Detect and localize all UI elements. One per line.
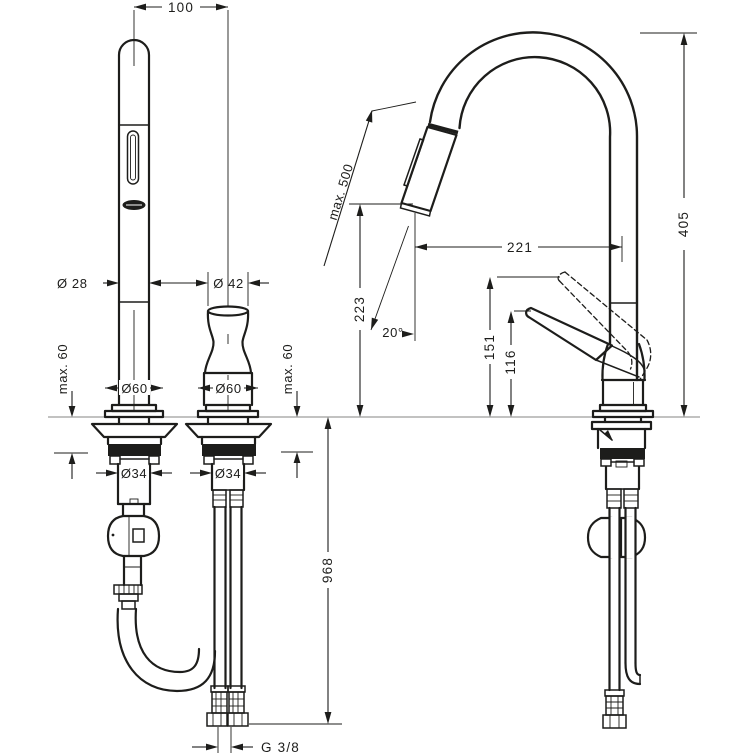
dim-spout-spacing: 100 <box>134 0 228 15</box>
spout-slot-inner <box>130 134 136 181</box>
dim-total-height: 405 <box>640 32 697 417</box>
sprayhead-band <box>427 122 459 135</box>
label-g38: G 3/8 <box>261 740 300 755</box>
dim-hose-length: 968 <box>249 417 342 725</box>
dim-spout-shank: Ø34 <box>96 466 172 481</box>
front-view: 100 Ø 28 Ø 42 Ø60 <box>54 0 342 755</box>
check-valve-window <box>132 528 145 543</box>
hose-outer-curve <box>116 607 217 693</box>
handle-right-profile <box>241 309 253 375</box>
side-connection-nut <box>602 714 627 729</box>
connection-nut-right <box>227 712 249 727</box>
label-d42: Ø 42 <box>213 276 244 291</box>
handle-left-profile <box>203 309 215 375</box>
check-valve-body <box>106 514 161 558</box>
label-d34-handle: Ø34 <box>215 466 241 481</box>
label-d60-spout: Ø60 <box>121 381 147 396</box>
label-116: 116 <box>503 349 518 374</box>
spout-hose-assembly <box>106 502 217 693</box>
dim-pullout: max. 500 <box>323 101 417 267</box>
label-405: 405 <box>676 211 691 237</box>
hose-inner-curve <box>134 607 201 674</box>
handle-mounting <box>184 415 273 492</box>
label-221: 221 <box>507 240 533 255</box>
handle-top-opening <box>206 305 250 317</box>
dim-handle-base: Ø60 <box>198 380 258 396</box>
spout-mounting <box>90 415 179 506</box>
label-max60-right: max. 60 <box>280 344 295 394</box>
dim-spout-base: Ø60 <box>105 380 163 396</box>
label-20deg: 20° <box>382 325 403 340</box>
connection-nut-left <box>206 712 228 727</box>
sprayhead <box>399 125 458 217</box>
dim-handle-shank: Ø34 <box>190 466 266 481</box>
spout-seal-band <box>108 444 161 456</box>
spout-arc-inner <box>458 55 612 346</box>
label-max60-left: max. 60 <box>55 344 70 394</box>
spout-outline <box>117 38 151 407</box>
label-d28: Ø 28 <box>57 276 88 291</box>
supply-tubes <box>206 489 249 727</box>
handle-escutcheon-lower <box>196 409 260 419</box>
spout-slot-detail <box>126 130 140 185</box>
lever-handle <box>525 306 645 378</box>
dim-connection-thread: G 3/8 <box>192 727 300 755</box>
label-151: 151 <box>482 334 497 360</box>
label-max500: max. 500 <box>325 162 356 222</box>
label-100: 100 <box>168 0 194 15</box>
spout-escutcheon-lower <box>103 409 165 419</box>
label-d60-handle: Ø60 <box>215 381 241 396</box>
side-view: max. 500 223 20° 221 <box>323 31 697 729</box>
faucet-body <box>591 342 655 419</box>
label-d34-spout: Ø34 <box>121 466 147 481</box>
hose-weight-left <box>586 516 614 559</box>
dim-deck-thickness-left: max. 60 <box>54 344 88 479</box>
label-968: 968 <box>320 557 335 583</box>
label-223: 223 <box>352 296 367 322</box>
side-mounting <box>590 415 653 509</box>
dim-deck-thickness-right: max. 60 <box>280 344 313 478</box>
dim-handle-height-max: 151 <box>482 276 560 417</box>
dim-spout-reach: 221 <box>415 236 623 262</box>
side-seal-band <box>600 448 645 459</box>
dim-diameters-row: Ø 28 Ø 42 <box>57 272 269 306</box>
hose-weight-and-tubes <box>586 506 647 729</box>
dim-spray-angle: 20° <box>370 213 416 341</box>
dim-handle-height: 116 <box>503 310 531 417</box>
handle-seal-band <box>202 444 256 456</box>
spout-arc-outer <box>428 31 639 382</box>
dim-outlet-height: 223 <box>349 203 413 417</box>
